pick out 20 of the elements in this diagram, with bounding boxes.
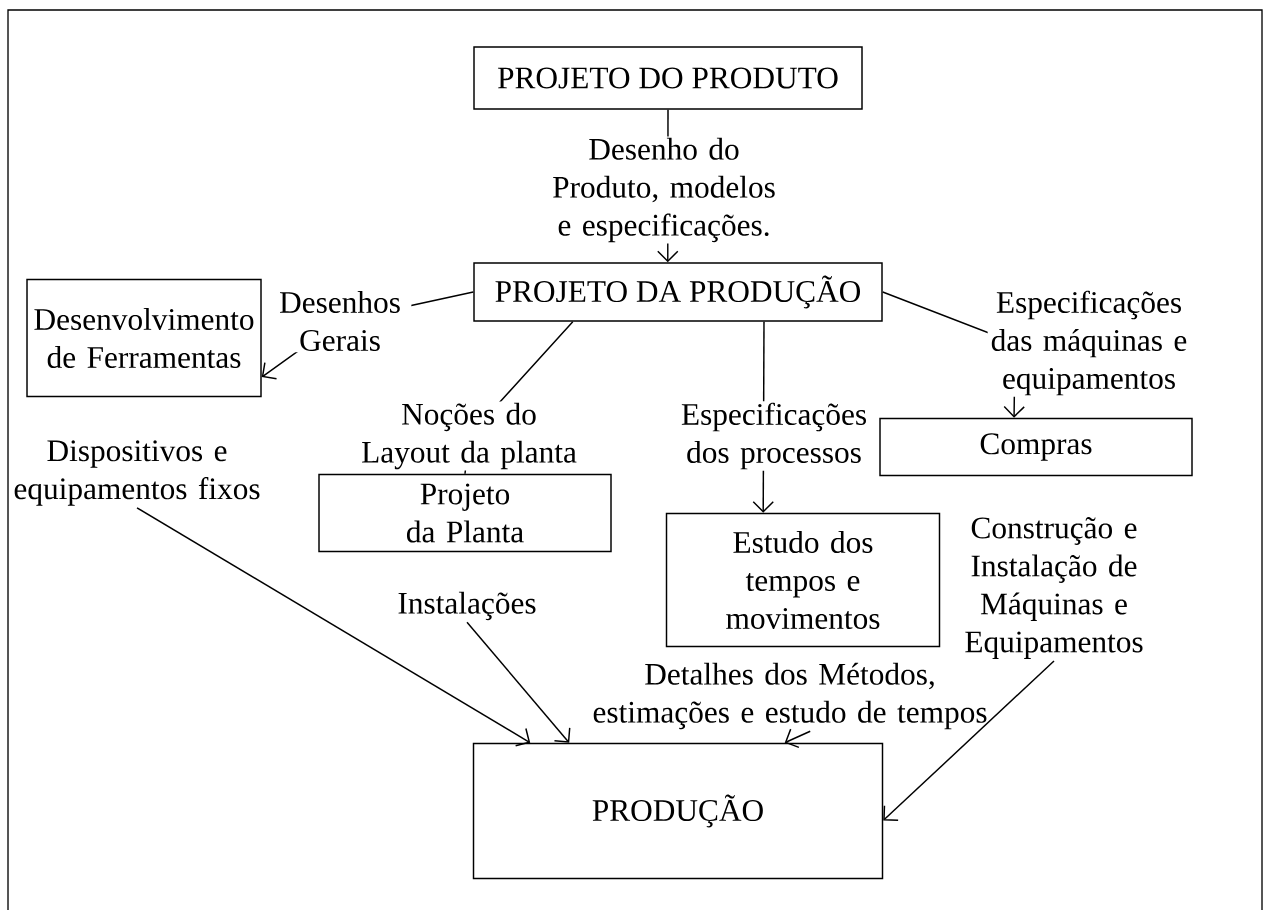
process-box: PROJETO DO PRODUTO [473,46,863,110]
process-box: PROJETO DA PRODUÇÃO [473,262,883,322]
arrow [136,507,531,747]
arrow [883,660,1055,822]
flow-text: Instalações [398,591,536,621]
process-box: PRODUÇÃO [472,742,884,880]
process-box: Compras [879,417,1193,477]
edge-label: Desenhos Gerais [268,289,412,353]
edge-label: Desenho do Produto, modelos e especificações. [522,136,806,244]
process-box: Estudo dos tempos e movimentos [665,512,941,648]
flow-text: Dispositivos e equipamentos fixos [14,440,260,506]
edge-label: Especificações das máquinas e equipamentos [987,289,1191,397]
process-box: Projeto da Planta [318,473,612,553]
arrow [466,621,571,743]
arrow [784,728,811,749]
edge-label: Noções do Layout da planta [351,401,587,471]
edge-label: Especificações dos processos [672,401,876,471]
flow-text: Construção e Instalação de Máquinas e Equipamentos [965,517,1143,659]
process-box: Desenvolvimento de Ferramentas [26,278,262,398]
flow-text: Detalhes dos Métodos, estimações e estudo de tempos [593,662,987,730]
